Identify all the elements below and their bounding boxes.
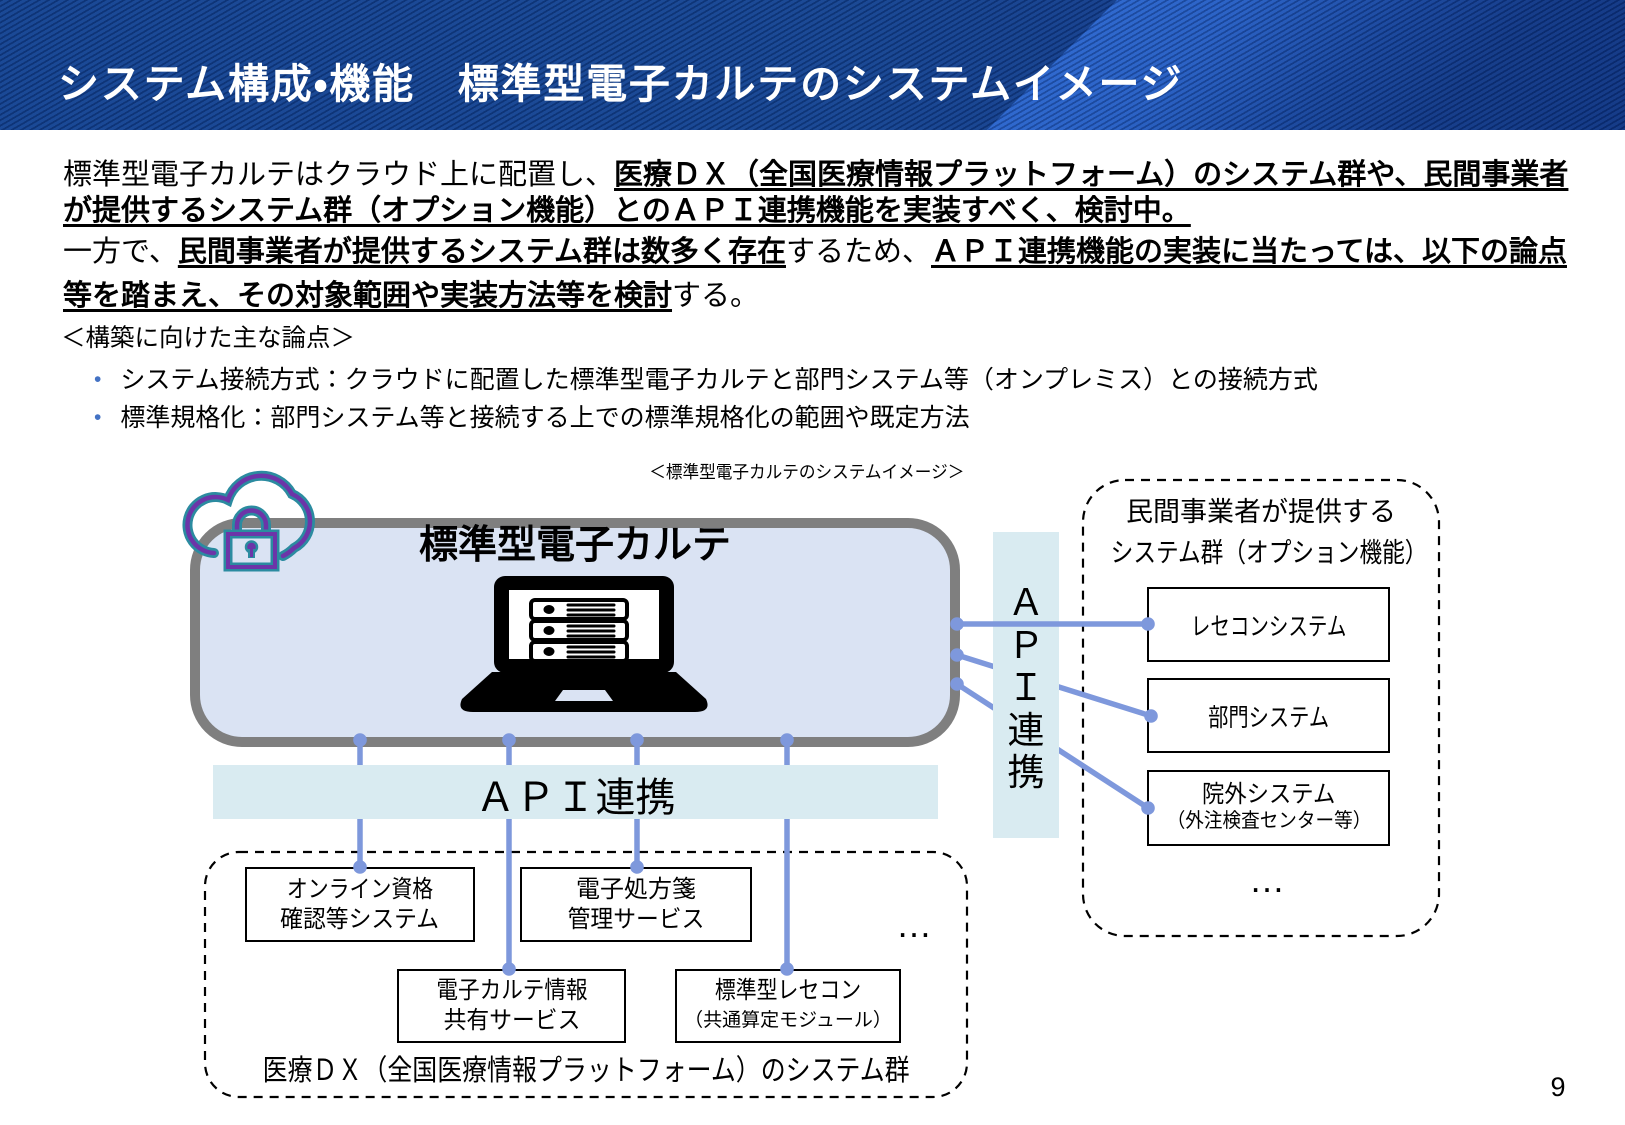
text-run-emphasis: 医療ＤＸ（全国医療情報プラットフォーム）のシステム群や、民間事業者が提供するシス…	[63, 159, 1569, 227]
page-number: 9	[1550, 1072, 1566, 1102]
api-horizontal-band	[213, 765, 938, 819]
bullet-item: • システム接続方式：クラウドに配置した標準型電子カルテと部門システム等（オンプレ…	[94, 364, 1318, 396]
text-run-emphasis: 民間事業者が提供するシステム群は数多く存在	[177, 236, 786, 268]
bullet-item: • 標準規格化：部門システム等と接続する上での標準規格化の範囲や既定方法	[94, 402, 970, 434]
intro-paragraph-2: 一方で、民間事業者が提供するシステム群は数多く存在するため、ＡＰＩ連携機能の実装…	[63, 230, 1578, 318]
system-box-label-sub: （共通算定モジュール）	[684, 1010, 892, 1031]
api-vertical-band	[993, 532, 1059, 838]
page-title: システム構成・機能 標準型電子カルテのシステムイメージ	[58, 61, 1184, 107]
system-box-label: 管理サービス	[567, 905, 705, 933]
ehr-system-title: 標準型電子カルテ	[418, 524, 731, 567]
private-group-title-line1: 民間事業者が提供する	[1126, 497, 1396, 527]
private-group-title: 民間事業者が提供する システム群（オプション機能）	[1082, 492, 1440, 574]
diagram-caption: ＜標準型電子カルテのシステムイメージ＞	[507, 460, 1107, 485]
dx-group-border	[203, 850, 969, 1099]
system-box-bumon: 部門システム	[1147, 678, 1390, 753]
system-box-label: オンライン資格	[286, 875, 434, 903]
system-box-label: 標準型レセコン	[714, 977, 862, 1004]
dx-group-ellipsis: …	[896, 904, 932, 945]
private-group-title-line2: システム群（オプション機能）	[1110, 538, 1428, 568]
diagram-caption-text: ＜標準型電子カルテのシステムイメージ＞	[649, 462, 965, 482]
lock-icon	[223, 511, 280, 572]
system-box-hyojun-resecon: 標準型レセコン （共通算定モジュール）	[675, 969, 901, 1043]
points-heading: ＜構築に向けた主な論点＞	[61, 325, 355, 352]
api-link-vertical-label: ＡＰＩ連携	[1007, 582, 1045, 793]
bullet-icon: •	[94, 368, 102, 391]
private-group-ellipsis: …	[1249, 859, 1285, 900]
dx-group-label: 医療ＤＸ（全国医療情報プラットフォーム）のシステム群	[204, 1053, 968, 1089]
bullet-icon: •	[94, 406, 102, 429]
system-box-ingai: 院外システム（外注検査センター等）	[1147, 770, 1390, 846]
bullet-text: 標準規格化：部門システム等と接続する上での標準規格化の範囲や既定方法	[120, 404, 970, 432]
private-group-border	[1081, 478, 1441, 938]
text-run: する。	[672, 280, 760, 312]
system-box-label: 確認等システム	[280, 905, 440, 933]
api-link-horizontal-label: ＡＰＩ連携	[475, 776, 676, 820]
text-run: するため、	[785, 236, 931, 268]
dx-group-label-text: 医療ＤＸ（全国医療情報プラットフォーム）のシステム群	[262, 1055, 910, 1087]
intro-paragraph-1: 標準型電子カルテはクラウド上に配置し、医療ＤＸ（全国医療情報プラットフォーム）の…	[63, 157, 1578, 229]
system-box-label-sub: （外注検査センター等）	[1166, 810, 1371, 832]
system-box-label: 部門システム	[1208, 703, 1329, 732]
text-run: 一方で、	[63, 236, 178, 268]
system-box-label: 院外システム	[1201, 781, 1336, 808]
laptop-icon	[460, 576, 708, 712]
connector-dots	[353, 617, 1158, 976]
header-banner: システム構成・機能 標準型電子カルテのシステムイメージ	[0, 0, 1625, 130]
system-box-label: 電子カルテ情報	[435, 977, 588, 1004]
text-run: 標準型電子カルテはクラウド上に配置し、	[63, 159, 615, 191]
system-box-karte-kyoyu: 電子カルテ情報共有サービス	[397, 969, 626, 1043]
system-box-label: レセコンシステム	[1190, 612, 1347, 641]
system-box-label: 電子処方箋	[576, 875, 696, 903]
header-stripe-texture	[0, 0, 1625, 130]
system-box-label: 共有サービス	[443, 1007, 580, 1034]
bullet-text: システム接続方式：クラウドに配置した標準型電子カルテと部門システム等（オンプレミ…	[120, 366, 1318, 394]
text-run-emphasis: ＡＰＩ連携機能の実装に当たっては、以下の論点等を踏まえ、その対象範囲や実装方法等…	[63, 236, 1567, 312]
